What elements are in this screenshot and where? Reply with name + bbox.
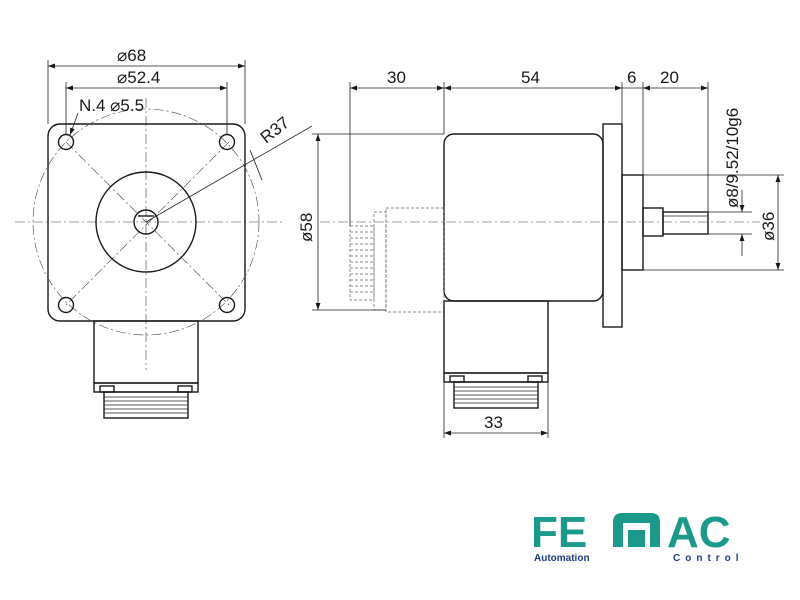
side-shaft [662, 211, 709, 235]
front-diagonal-2 [65, 141, 230, 306]
side-pilot [621, 174, 644, 271]
front-shaft-circle [133, 209, 159, 235]
dim-30: 30 [350, 68, 444, 91]
dim-58-label: ø58 [297, 213, 316, 242]
brand-logo: FE AC Automation Control [531, 508, 744, 564]
dim-20: 20 [643, 68, 708, 91]
dim-6-label: 6 [627, 68, 636, 87]
side-connector-tab-right [527, 375, 543, 383]
dim-holes: N.4 ⌀5.5 [69, 96, 144, 136]
side-housing [443, 133, 604, 302]
rear-connector-hidden [349, 207, 445, 313]
dim-36: ø36 [643, 174, 784, 271]
dim-radius-label: R37 [257, 113, 293, 147]
side-connector-tab-left [449, 375, 465, 383]
dim-outer-68: ⌀68 [47, 46, 246, 124]
front-hub-circle [95, 171, 197, 273]
dim-shaft-label: ø8/9.52/10g6 [723, 108, 742, 208]
dim-54-label: 54 [521, 68, 540, 87]
logo-subtext-right: Control [673, 553, 744, 564]
bolt-circle [32, 108, 260, 336]
logo-n-glyph [613, 513, 660, 547]
dim-30-label: 30 [387, 68, 406, 87]
dim-54: 54 [444, 68, 622, 91]
logo-text-left: FE [531, 508, 587, 557]
front-connector-nut [93, 382, 199, 393]
dim-33: 33 [443, 382, 549, 438]
dim-outer-label: ⌀68 [117, 46, 146, 65]
side-connector-body [443, 300, 549, 374]
side-connector-nut [443, 372, 549, 383]
front-connector-thread [103, 391, 189, 419]
dim-20-label: 20 [660, 68, 679, 87]
dim-radius: R37 [145, 113, 313, 223]
mounting-hole-bottom-right [218, 296, 236, 314]
mounting-hole-top-left [57, 133, 75, 151]
dim-36-label: ø36 [759, 212, 778, 241]
front-view: ⌀68 ⌀52.4 N.4 ⌀5.5 R37 [15, 46, 313, 419]
dim-shaft: ø8/9.52/10g6 [663, 108, 752, 256]
front-connector-tab-left [99, 385, 115, 393]
side-flange [602, 123, 623, 328]
logo-n-inner [628, 530, 645, 547]
dim-bolt-label: ⌀52.4 [117, 68, 160, 87]
dim-holes-label: N.4 ⌀5.5 [79, 96, 144, 115]
dim-bolt-52: ⌀52.4 [65, 68, 228, 134]
side-connector-thread [453, 381, 539, 409]
dim-6: 6 [622, 68, 643, 89]
dim-33-label: 33 [484, 413, 503, 432]
front-connector-tab-right [177, 385, 193, 393]
side-view: 30 54 6 20 ø58 ø8/9.52/ [297, 68, 784, 438]
logo-text-right: AC [667, 508, 731, 557]
mounting-hole-bottom-left [57, 296, 75, 314]
mounting-hole-top-right [218, 133, 236, 151]
logo-subtext-left: Automation [534, 553, 590, 564]
dim-58: ø58 [297, 133, 444, 311]
